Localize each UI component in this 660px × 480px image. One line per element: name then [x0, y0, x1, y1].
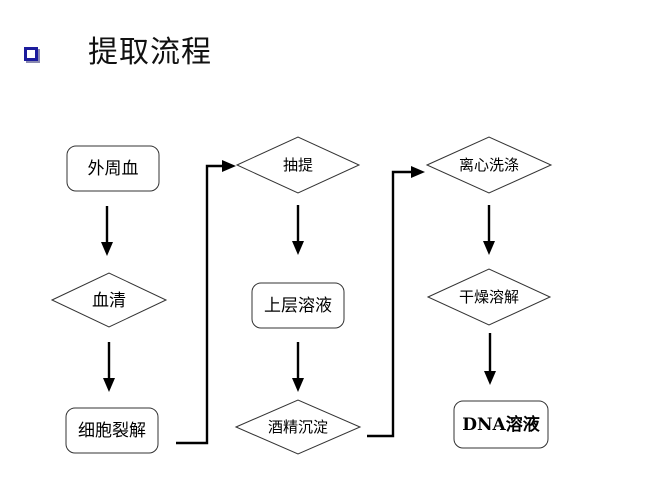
node-label-extraction: 抽提 [283, 156, 313, 174]
arrow-lysis-to-extraction [176, 160, 236, 445]
node-extraction [235, 136, 361, 194]
arrow-ethanol-to-wash [367, 166, 425, 438]
node-dry-dissolve [426, 268, 552, 326]
slide-title: 提取流程 [88, 35, 212, 70]
node-label-upper-solution: 上层溶液 [264, 296, 332, 316]
node-upper-solution [251, 282, 345, 329]
arrow-wash-to-dry [483, 205, 495, 255]
arrow-serum-to-lysis [103, 342, 115, 392]
arrow-dry-to-dna [484, 333, 496, 385]
node-label-dry-dissolve: 干燥溶解 [459, 288, 519, 306]
node-peripheral-blood [66, 145, 160, 192]
node-label-dna-solution: DNA溶液 [462, 414, 539, 435]
arrow-blood-to-serum [101, 206, 113, 256]
arrow-upper-to-ethanol [292, 342, 304, 392]
node-label-serum: 血清 [92, 291, 126, 311]
node-label-cell-lysis: 细胞裂解 [78, 421, 146, 441]
node-serum [50, 272, 168, 328]
node-label-peripheral-blood: 外周血 [88, 159, 139, 179]
bullet-square-icon [24, 47, 38, 61]
node-centrifuge-wash [425, 136, 553, 194]
node-cell-lysis [65, 407, 159, 454]
arrow-extraction-to-upper [292, 205, 304, 255]
node-label-centrifuge-wash: 离心洗涤 [459, 156, 519, 174]
node-ethanol-precipitation [234, 399, 362, 455]
node-label-ethanol-precipitation: 酒精沉淀 [268, 418, 328, 436]
node-dna-solution [453, 400, 549, 449]
